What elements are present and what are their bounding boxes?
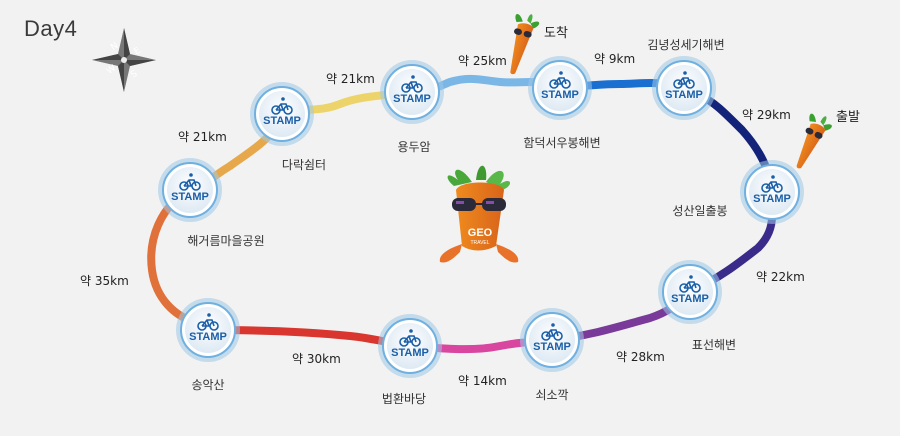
station-name-hamdeok: 함덕서우봉해변 (523, 136, 601, 150)
compass-letter-s: S (129, 69, 140, 81)
stamp-station-soesokkak[interactable]: STAMP (520, 308, 584, 372)
stamp-text: STAMP (533, 341, 571, 353)
segment-distance-label: 약 22km (756, 270, 805, 284)
finish-label: 도착 (544, 26, 568, 41)
compass-icon: N E S W (92, 28, 156, 92)
bicycle-icon (761, 175, 783, 193)
segment-distance-label: 약 28km (616, 350, 665, 364)
mascot-text-line2: TRAVEL (470, 240, 489, 246)
stamp-text: STAMP (541, 89, 579, 101)
compass-letter-n: N (109, 41, 120, 53)
day-title: Day4 (24, 16, 78, 41)
bicycle-icon (179, 173, 201, 191)
segment-distance-label: 약 14km (458, 374, 507, 388)
bicycle-icon (541, 323, 563, 341)
start-carrot-icon (796, 113, 832, 169)
bicycle-icon (549, 71, 571, 89)
finish-carrot-icon (510, 14, 540, 75)
bicycle-icon (679, 275, 701, 293)
stamp-station-songaksan[interactable]: STAMP (176, 298, 240, 362)
compass-letter-e: E (132, 46, 143, 58)
station-name-darak: 다락쉼터 (281, 158, 327, 172)
station-name-haegeoreum: 해거름마을공원 (187, 234, 265, 248)
station-name-gimnyeong: 김녕성세기해변 (647, 38, 725, 52)
bicycle-icon (399, 329, 421, 347)
stamp-text: STAMP (665, 89, 703, 101)
stamp-text: STAMP (753, 193, 791, 205)
station-name-beophwan: 법환바당 (381, 392, 427, 406)
bicycle-icon (271, 97, 293, 115)
bicycle-icon (401, 75, 423, 93)
segment-distance-label: 약 21km (326, 72, 375, 86)
bicycle-icon (197, 313, 219, 331)
station-name-yongduam: 용두암 (397, 140, 431, 154)
start-label: 출발 (836, 110, 860, 125)
stamp-station-darak[interactable]: STAMP (250, 82, 314, 146)
stamp-text: STAMP (671, 293, 709, 305)
bicycle-icon (673, 71, 695, 89)
segment-distance-label: 약 30km (292, 352, 341, 366)
stamp-station-yongduam[interactable]: STAMP (380, 60, 444, 124)
stamp-station-pyoseon[interactable]: STAMP (658, 260, 722, 324)
stamp-station-seongsan[interactable]: STAMP (740, 160, 804, 224)
stamp-text: STAMP (189, 331, 227, 343)
segment-distance-label: 약 35km (80, 274, 129, 288)
station-name-pyoseon: 표선해변 (691, 338, 737, 352)
mascot-text-line1: GEO (468, 227, 493, 239)
stamp-text: STAMP (393, 93, 431, 105)
segment-distance-label: 약 29km (742, 108, 791, 122)
segment-distance-label: 약 25km (458, 54, 507, 68)
station-name-songaksan: 송악산 (191, 378, 225, 392)
stamp-station-hamdeok[interactable]: STAMP (528, 56, 592, 120)
stamp-text: STAMP (263, 115, 301, 127)
segment-distance-label: 약 21km (178, 130, 227, 144)
stamp-stations: STAMP STAMP STAMP STAMP STAMP STAMP STAMP STAMP… (158, 56, 804, 378)
station-name-soesokkak: 쇠소깍 (535, 388, 569, 402)
carrot-mascot-icon: GEO TRAVEL (439, 165, 519, 263)
station-name-seongsan: 성산일출봉 (672, 204, 728, 218)
stamp-text: STAMP (171, 191, 209, 203)
stamp-station-gimnyeong[interactable]: STAMP (652, 56, 716, 120)
stamp-station-beophwan[interactable]: STAMP (378, 314, 442, 378)
stamp-text: STAMP (391, 347, 429, 359)
stamp-station-haegeoreum[interactable]: STAMP (158, 158, 222, 222)
segment-distance-label: 약 9km (594, 52, 636, 66)
